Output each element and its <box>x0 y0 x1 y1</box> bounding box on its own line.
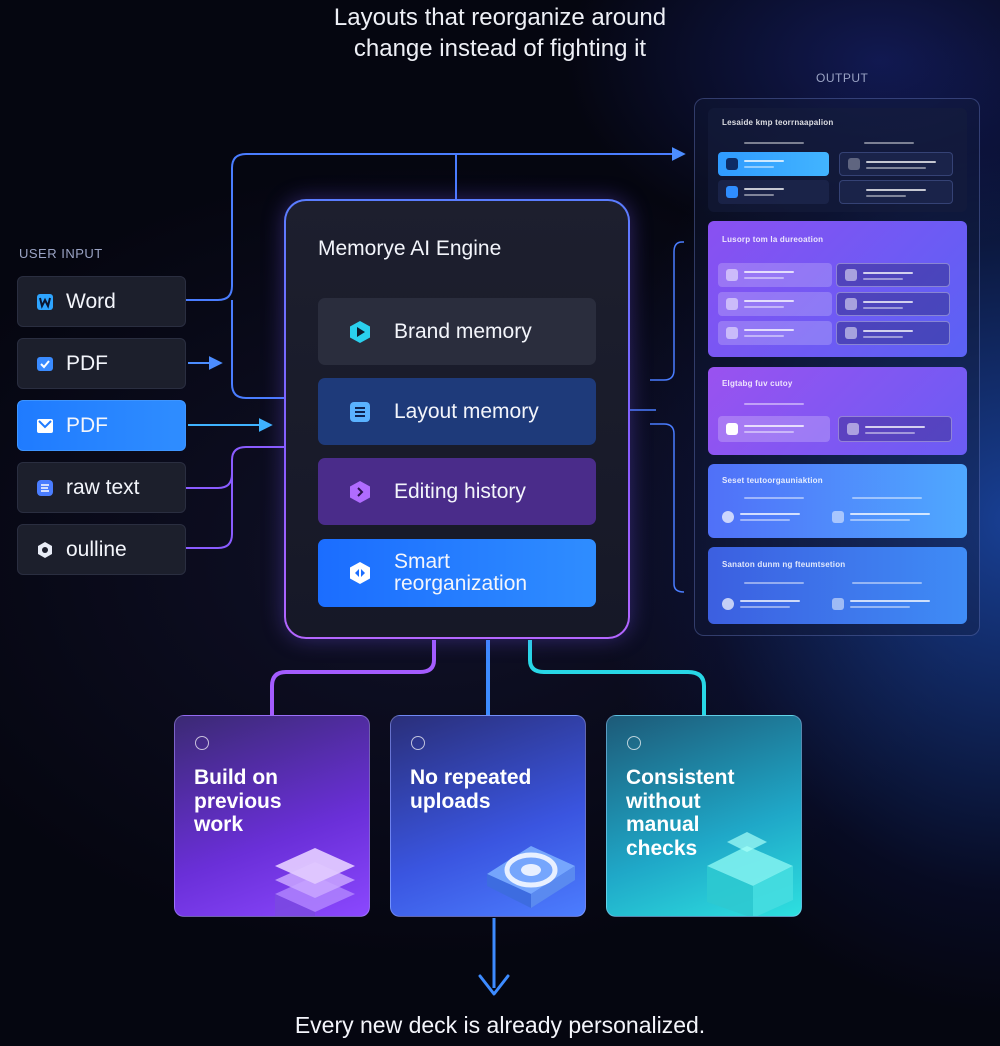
footer-tagline: Every new deck is already personalized. <box>294 1012 706 1038</box>
module-brand-memory[interactable]: Brand memory <box>318 298 596 365</box>
layers-icon <box>275 848 355 916</box>
input-item-outline[interactable]: oulline <box>17 524 186 575</box>
benefit-label-line: Consistent <box>626 766 735 789</box>
headline-line-2: change instead of fighting it <box>353 35 647 62</box>
input-item-pdf[interactable]: PDF <box>17 338 186 389</box>
info-icon <box>195 736 209 750</box>
hexagon-icon <box>348 480 372 504</box>
user-input-label: USER INPUT <box>19 246 103 261</box>
output-card-title: Seset teutoorgauniaktion <box>722 476 823 485</box>
benefit-label-line: previous <box>194 789 282 813</box>
headline-line-1: Layouts that reorganize around <box>333 4 667 31</box>
output-card[interactable]: Seset teutoorgauniaktion <box>708 464 967 538</box>
benefit-consistent-without-manual-checks[interactable]: Consistent without manual checks <box>606 715 802 917</box>
module-label: Brand memory <box>394 319 532 343</box>
input-item-label: raw text <box>66 475 140 499</box>
benefit-build-on-previous-work[interactable]: Build on previous work <box>174 715 370 917</box>
module-label: Smart reorganization <box>394 551 527 595</box>
output-card[interactable]: Lusorp tom la dureoation <box>708 221 967 357</box>
benefit-label-line: uploads <box>410 789 491 813</box>
benefit-label: Build on previous work <box>194 766 354 837</box>
benefit-label-line: without <box>626 789 701 813</box>
word-icon <box>36 293 54 311</box>
benefit-label-line: Build on <box>194 766 278 789</box>
module-label: Layout memory <box>394 399 539 423</box>
output-card-title: Elgtabg fuv cutoy <box>722 379 793 388</box>
module-label-line-1: Smart <box>394 550 451 573</box>
input-item-label: PDF <box>66 413 108 437</box>
pdf-icon <box>36 355 54 373</box>
output-card[interactable]: Lesaide kmp teorrnaapalion <box>708 108 967 212</box>
module-smart-reorganization[interactable]: Smart reorganization <box>318 539 596 607</box>
play-icon <box>348 320 372 344</box>
module-editing-history[interactable]: Editing history <box>318 458 596 525</box>
input-item-label: oulline <box>66 537 127 561</box>
input-item-label: Word <box>66 289 116 313</box>
output-card-title: Lusorp tom la dureoation <box>722 235 824 244</box>
benefit-label-line: checks <box>626 836 698 860</box>
benefit-label-line: No repeated <box>410 766 532 789</box>
input-item-raw-text[interactable]: raw text <box>17 462 186 513</box>
benefit-label-line: work <box>194 813 244 836</box>
module-label-line-2: reorganization <box>394 572 528 595</box>
headline: Layouts that reorganize around change in… <box>250 2 750 64</box>
reorganize-icon <box>348 561 372 585</box>
box-icon <box>707 832 793 916</box>
benefit-label-line: manual <box>626 813 700 836</box>
engine-title: Memorye AI Engine <box>318 237 502 260</box>
info-icon <box>411 736 425 750</box>
output-card[interactable]: Elgtabg fuv cutoy <box>708 367 967 455</box>
input-item-label: PDF <box>66 351 108 375</box>
input-item-pdf-active[interactable]: PDF <box>17 400 186 451</box>
outline-icon <box>36 541 54 559</box>
module-label: Editing history <box>394 479 526 503</box>
sync-icon <box>487 846 575 908</box>
text-icon <box>36 479 54 497</box>
list-icon <box>348 400 372 424</box>
benefit-label: Consistent without manual checks <box>626 766 786 860</box>
output-card-title: Sanaton dunm ng fteumtsetion <box>722 560 846 569</box>
benefit-no-repeated-uploads[interactable]: No repeated uploads <box>390 715 586 917</box>
benefit-label: No repeated uploads <box>410 766 570 813</box>
output-card[interactable]: Sanaton dunm ng fteumtsetion <box>708 547 967 624</box>
output-card-title: Lesaide kmp teorrnaapalion <box>722 118 834 127</box>
info-icon <box>627 736 641 750</box>
module-layout-memory[interactable]: Layout memory <box>318 378 596 445</box>
input-item-word[interactable]: Word <box>17 276 186 327</box>
output-label: OUTPUT <box>816 71 869 85</box>
pdf-icon <box>36 417 54 435</box>
